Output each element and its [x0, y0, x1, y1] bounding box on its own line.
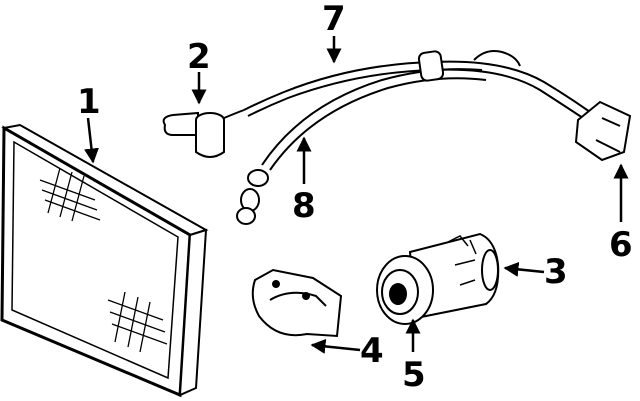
bracket-icon [251, 268, 343, 338]
callout-5: 5 [402, 355, 426, 395]
hose-icon [236, 50, 605, 225]
clutch-icon [376, 255, 434, 325]
callout-7: 7 [322, 0, 346, 39]
callout-1: 1 [77, 82, 101, 122]
callout-4: 4 [360, 331, 384, 371]
callout-6: 6 [609, 225, 633, 265]
callout-leaders [84, 36, 629, 354]
callout-8: 8 [292, 186, 316, 226]
callout-2: 2 [187, 37, 211, 77]
callout-3: 3 [544, 252, 568, 292]
connector-icon [574, 100, 632, 162]
condenser-icon [0, 123, 209, 398]
switch-icon [162, 109, 245, 158]
